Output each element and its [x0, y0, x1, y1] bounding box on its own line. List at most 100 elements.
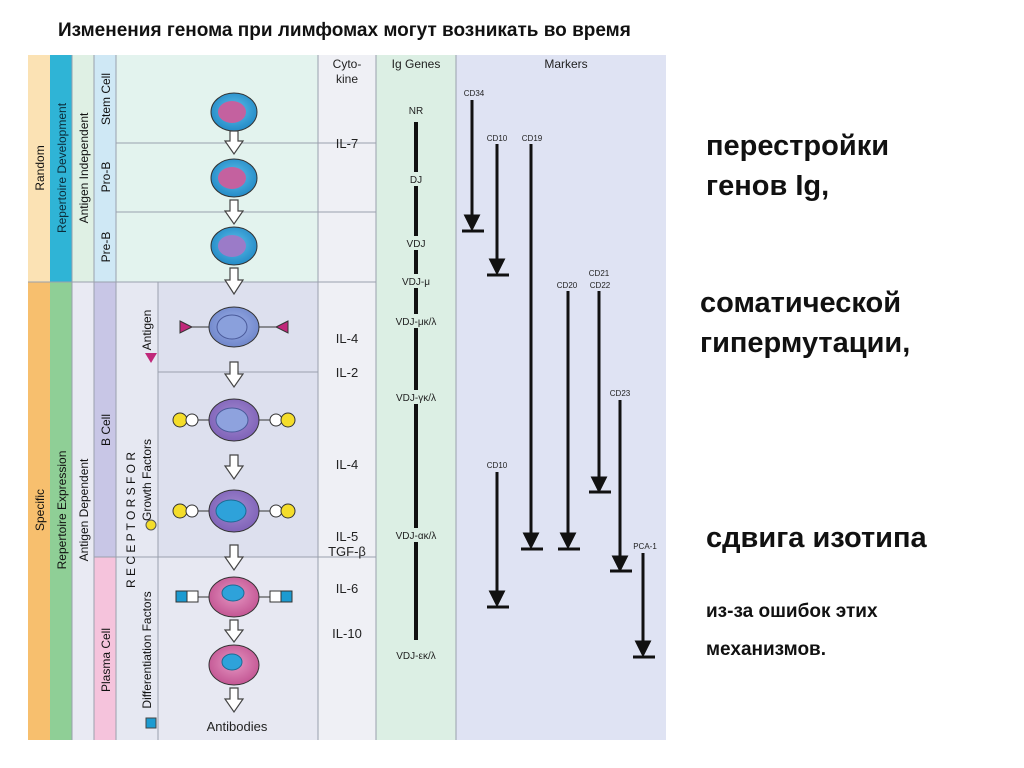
slide-title: Изменения генома при лимфомах могут возн… — [58, 20, 631, 41]
ig-label-bg — [396, 236, 436, 250]
arrow-head-icon — [463, 214, 481, 232]
antibodies-label: Antibodies — [207, 719, 268, 734]
receptor-icon — [185, 504, 199, 518]
arrow-down-icon — [223, 544, 245, 572]
label-plasma-cell: Plasma Cell — [99, 628, 113, 692]
marker-label: PCA-1 — [633, 542, 657, 551]
arrow-down-icon — [223, 619, 245, 643]
band-repertoire-development — [50, 55, 72, 282]
ig-label-bg — [396, 104, 436, 118]
cytokine-label: IL-5 — [336, 529, 358, 544]
ig-gene-label: VDJ-ακ/λ — [396, 531, 437, 542]
header-cytokine-2: kine — [336, 72, 358, 86]
ig-gene-label: DJ — [410, 175, 422, 186]
antigen-icon — [274, 320, 289, 334]
right-text-line6: из-за ошибок этих — [706, 601, 878, 622]
marker-label: CD10 — [487, 134, 508, 143]
cytokine-label: IL-10 — [332, 626, 362, 641]
activated-b-cell-nucleus — [215, 407, 249, 433]
header-ig-genes: Ig Genes — [392, 57, 441, 71]
differentiation-factor-legend-icon — [145, 717, 157, 729]
growth-factor-legend-icon — [145, 519, 157, 531]
ig-label-bg — [384, 390, 448, 404]
label-random: Random — [33, 145, 47, 190]
arrow-down-icon — [223, 267, 245, 296]
marker-label: CD23 — [610, 389, 631, 398]
cytokine-label: IL-6 — [336, 581, 358, 596]
cytokine-label: TGF-β — [328, 544, 366, 559]
arrow-head-icon — [634, 640, 652, 658]
right-text-line3: соматической — [700, 287, 902, 319]
cytokine-label: IL-7 — [336, 136, 358, 151]
label-pre-b: Pre-B — [99, 232, 113, 263]
growth-factor-icon — [280, 412, 296, 428]
plasmablast-nucleus — [221, 584, 245, 602]
pre-b-cell-nucleus — [218, 235, 246, 257]
ig-label-bg — [384, 648, 448, 662]
marker-label: CD22 — [590, 281, 611, 290]
label-specific: Specific — [33, 489, 47, 531]
marker-label: CD34 — [464, 89, 485, 98]
column-cytokine — [318, 55, 376, 740]
band-repertoire-expression — [50, 282, 72, 740]
ig-gene-label: VDJ — [407, 239, 426, 250]
growth-factor-icon — [172, 503, 188, 519]
marker-label: CD21 — [589, 269, 610, 278]
band-random — [28, 55, 50, 282]
band-specific — [28, 282, 50, 740]
ig-label-bg — [384, 528, 448, 542]
label-b-cell: B Cell — [99, 414, 113, 446]
label-growth-factors: Growth Factors — [140, 439, 154, 521]
cytokine-label: IL-2 — [336, 365, 358, 380]
right-text-line1: перестройки — [706, 130, 890, 162]
arrow-head-icon — [590, 476, 608, 494]
proliferating-b-cell-nucleus — [215, 499, 247, 523]
cytokine-label: IL-4 — [336, 331, 358, 346]
b-cell-nucleus — [216, 314, 248, 340]
receptor-icon — [269, 413, 283, 427]
right-text-line2: генов Ig, — [706, 170, 830, 202]
receptor-icon — [186, 590, 199, 603]
band-stage-prob — [94, 143, 116, 212]
plasma-cell-nucleus — [221, 653, 243, 671]
ig-gene-label: NR — [409, 106, 423, 117]
column-markers — [456, 55, 666, 740]
receptor-icon — [269, 504, 283, 518]
marker-label: CD20 — [557, 281, 578, 290]
marker-label: CD19 — [522, 134, 543, 143]
band-stage-stem — [94, 55, 116, 143]
right-text-line5: сдвига изотипа — [706, 522, 927, 554]
band-stage-plasma — [94, 557, 116, 740]
header-cytokine: Cyto- — [333, 57, 362, 71]
arrow-head-icon — [488, 258, 506, 276]
band-stage-preb — [94, 212, 116, 282]
differentiation-factor-icon — [175, 590, 188, 603]
arrow-head-icon — [559, 532, 577, 550]
label-repertoire-development: Repertoire Development — [55, 102, 69, 233]
antigen-icon — [179, 320, 194, 334]
ig-label-bg — [396, 172, 436, 186]
pro-b-cell-nucleus — [218, 167, 246, 189]
arrow-head-icon — [611, 555, 629, 573]
band-antigen-dependent — [72, 282, 94, 740]
right-text-line7: механизмов. — [706, 639, 827, 660]
right-text-line4: гипермутации, — [700, 327, 911, 359]
ig-label-bg — [390, 274, 442, 288]
label-repertoire-expression: Repertoire Expression — [55, 451, 69, 570]
marker-label: CD10 — [487, 461, 508, 470]
label-receptors-for: R E C E P T O R S F O R — [124, 452, 138, 588]
ig-gene-label: VDJ-μκ/λ — [396, 317, 437, 328]
arrow-head-icon — [488, 590, 506, 608]
label-antigen: Antigen — [140, 310, 154, 351]
arrow-down-icon — [223, 687, 245, 714]
band-stage-bcell — [94, 282, 116, 557]
arrow-down-icon — [223, 199, 245, 226]
label-differentiation-factors: Differentiation Factors — [140, 591, 154, 708]
arrow-head-icon — [522, 532, 540, 550]
ig-label-bg — [384, 314, 448, 328]
label-antigen-dependent: Antigen Dependent — [77, 458, 91, 561]
band-antigen-independent — [72, 55, 94, 282]
label-stem-cell: Stem Cell — [99, 73, 113, 125]
cytokine-label: IL-4 — [336, 457, 358, 472]
